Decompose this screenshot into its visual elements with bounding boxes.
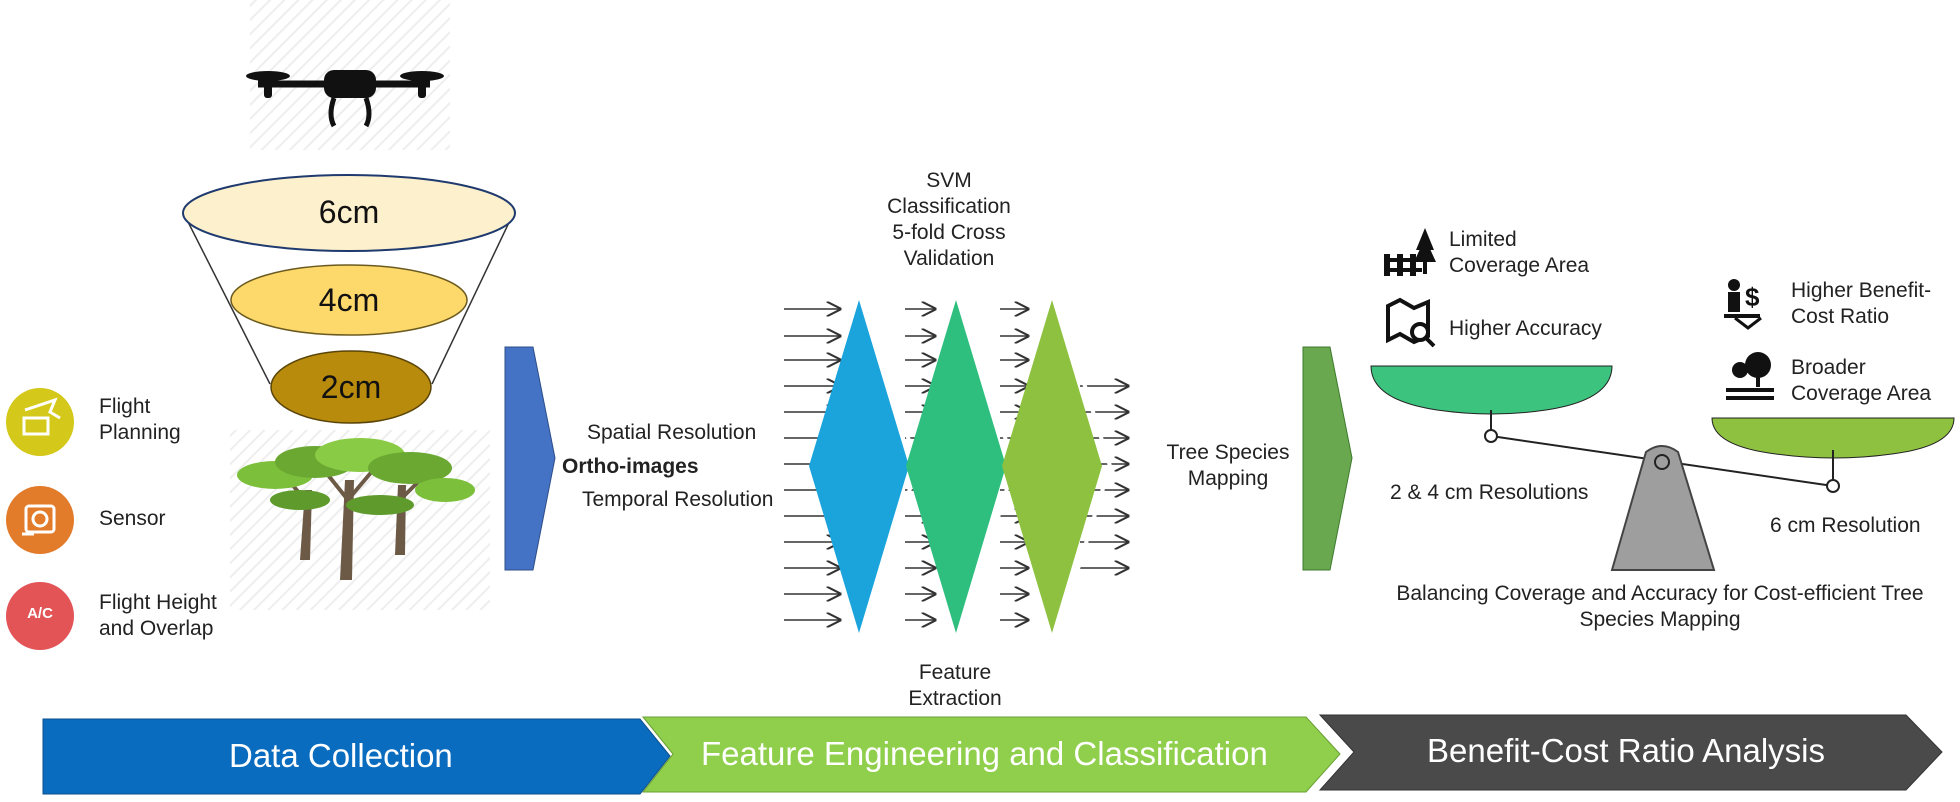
prism-3 <box>1002 300 1102 633</box>
svm-classification-label: SVM Classification 5-fold Cross Validati… <box>887 169 1011 270</box>
prism-shine-3 <box>1056 299 1113 634</box>
cone-label-6cm: 6cm <box>318 194 380 230</box>
broader-coverage-label: Broader Coverage Area <box>1791 356 1932 405</box>
prism-2 <box>906 300 1006 633</box>
temporal-resolution-label: Temporal Resolution <box>582 488 774 511</box>
balance-scale <box>1370 365 1955 571</box>
higher-benefit-cost-label: Higher Benefit- Cost Ratio <box>1791 279 1932 328</box>
altitude-icon: A/C <box>27 605 53 622</box>
legend-flight-planning: Flight Planning <box>99 395 181 444</box>
drone-icon <box>246 70 444 128</box>
feature-extraction-label: Feature Extraction <box>908 661 1002 710</box>
left-pan <box>1370 365 1613 415</box>
right-resolution-caption: 6 cm Resolution <box>1770 514 1921 537</box>
benefit-cost-banner <box>1318 714 1943 791</box>
tree-species-mapping-label: Tree Species Mapping <box>1166 441 1290 490</box>
trees-illustration <box>237 438 475 580</box>
sensor-icon-bg <box>6 486 74 554</box>
svg-text:$: $ <box>1745 282 1760 312</box>
classification-to-analysis-arrow <box>1302 346 1353 571</box>
cone-label-2cm: 2cm <box>320 369 382 405</box>
prism-1 <box>809 300 909 633</box>
classification-prisms <box>809 299 1113 634</box>
limited-coverage-label: Limited Coverage Area <box>1449 228 1590 277</box>
left-resolution-caption: 2 & 4 cm Resolutions <box>1390 481 1589 504</box>
person-dollar-icon: $ <box>1724 279 1762 330</box>
cone-level-6cm <box>182 174 516 252</box>
higher-accuracy-label: Higher Accuracy <box>1449 317 1602 340</box>
forest-icon <box>1726 352 1774 400</box>
legend-flight-height: Flight Height and Overlap <box>99 591 217 640</box>
cone-left-edge <box>182 211 271 385</box>
ortho-images-label: Ortho-images <box>562 455 699 478</box>
feature-engineering-label: Feature Engineering and Classification <box>701 735 1268 772</box>
flight-height-icon-bg <box>6 582 74 650</box>
data-collection-banner <box>42 718 671 795</box>
fulcrum <box>1610 445 1716 571</box>
flight-planning-icon-bg <box>6 388 74 456</box>
camera-sensor-icon <box>22 504 56 536</box>
benefit-cost-label: Benefit-Cost Ratio Analysis <box>1427 732 1826 769</box>
right-pan <box>1711 417 1955 459</box>
legend-sensor: Sensor <box>99 507 166 530</box>
balance-summary: Balancing Coverage and Accuracy for Cost… <box>1396 582 1924 631</box>
cone-right-edge <box>431 211 515 385</box>
collection-to-features-arrow <box>504 346 556 571</box>
fence-tree-icon <box>1384 228 1436 276</box>
map-search-icon <box>1386 297 1436 348</box>
feature-engineering-banner <box>641 716 1341 793</box>
cone-level-2cm <box>270 350 432 424</box>
data-collection-label: Data Collection <box>229 737 453 774</box>
airplane-plan-icon <box>22 397 61 436</box>
cone-level-4cm <box>230 264 468 336</box>
spatial-resolution-label: Spatial Resolution <box>587 421 757 444</box>
cone-label-4cm: 4cm <box>318 282 380 318</box>
